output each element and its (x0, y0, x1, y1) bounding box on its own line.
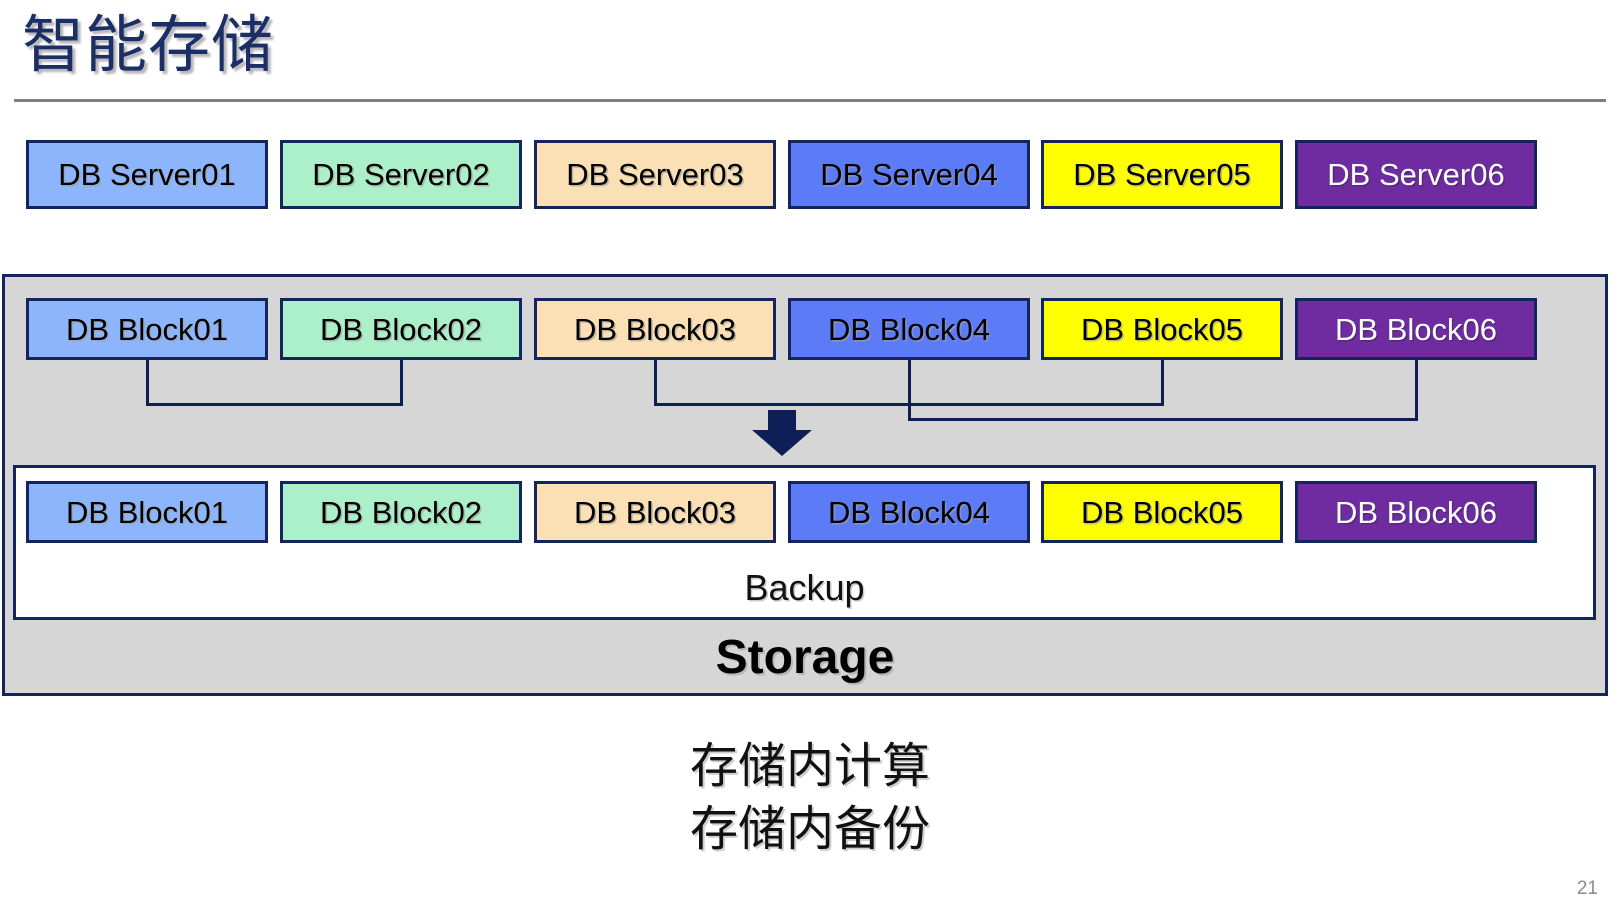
backup-label: Backup (744, 567, 865, 608)
connector-bracket-01-02 (146, 403, 403, 406)
caption-block: 存储内计算 存储内备份 (0, 735, 1620, 861)
connector-bracket-04-06 (908, 418, 1418, 421)
page-number: 21 (1576, 878, 1598, 899)
db-block-backup-5-label: DB Block05 (1081, 494, 1243, 530)
db-block-primary-2[interactable]: DB Block02 (280, 298, 522, 360)
db-block-backup-4-label: DB Block04 (828, 494, 990, 530)
page-title: 智能存储 (22, 11, 275, 80)
db-server-6[interactable]: DB Server06 (1295, 140, 1537, 209)
db-block-primary-3-label: DB Block03 (574, 311, 736, 347)
down-arrow-icon (752, 410, 815, 459)
db-block-primary-5[interactable]: DB Block05 (1041, 298, 1283, 360)
db-server-3-label: DB Server03 (566, 157, 744, 192)
db-server-6-label: DB Server06 (1327, 157, 1505, 192)
db-block-backup-2[interactable]: DB Block02 (280, 481, 522, 543)
caption-line-2: 存储内备份 (689, 803, 930, 856)
db-block-backup-2-label: DB Block02 (320, 494, 482, 530)
db-block-primary-1[interactable]: DB Block01 (26, 298, 268, 360)
db-server-3[interactable]: DB Server03 (534, 140, 776, 209)
db-server-5-label: DB Server05 (1073, 157, 1251, 192)
db-block-backup-1[interactable]: DB Block01 (26, 481, 268, 543)
db-server-2[interactable]: DB Server02 (280, 140, 522, 209)
db-server-4[interactable]: DB Server04 (788, 140, 1030, 209)
db-block-backup-3[interactable]: DB Block03 (534, 481, 776, 543)
db-block-backup-3-label: DB Block03 (574, 494, 736, 530)
connector-block04-to-bracket (908, 360, 911, 421)
db-server-4-label: DB Server04 (820, 157, 998, 192)
db-server-1[interactable]: DB Server01 (26, 140, 268, 209)
db-block-primary-6[interactable]: DB Block06 (1295, 298, 1537, 360)
storage-label: Storage (715, 631, 895, 684)
db-block-primary-2-label: DB Block02 (320, 311, 482, 347)
connector-block06-to-bracket (1415, 360, 1418, 421)
connector-block03-to-bracket (654, 360, 657, 406)
caption-line-1: 存储内计算 (689, 740, 930, 793)
db-block-backup-6-label: DB Block06 (1335, 494, 1497, 530)
arrow-head (752, 430, 812, 456)
connector-block02-to-bracket (400, 360, 403, 406)
arrow-shaft (768, 410, 796, 432)
db-block-primary-4-label: DB Block04 (828, 311, 990, 347)
db-block-backup-1-label: DB Block01 (66, 494, 228, 530)
db-block-backup-6[interactable]: DB Block06 (1295, 481, 1537, 543)
connector-block01-to-bracket (146, 360, 149, 406)
db-server-5[interactable]: DB Server05 (1041, 140, 1283, 209)
db-block-primary-5-label: DB Block05 (1081, 311, 1243, 347)
db-block-primary-3[interactable]: DB Block03 (534, 298, 776, 360)
db-block-primary-4[interactable]: DB Block04 (788, 298, 1030, 360)
db-block-primary-1-label: DB Block01 (66, 311, 228, 347)
title-divider (14, 99, 1606, 102)
db-block-primary-6-label: DB Block06 (1335, 311, 1497, 347)
connector-block05-to-bracket (1161, 360, 1164, 406)
db-server-1-label: DB Server01 (58, 157, 236, 192)
db-block-backup-4[interactable]: DB Block04 (788, 481, 1030, 543)
db-server-2-label: DB Server02 (312, 157, 490, 192)
db-block-backup-5[interactable]: DB Block05 (1041, 481, 1283, 543)
